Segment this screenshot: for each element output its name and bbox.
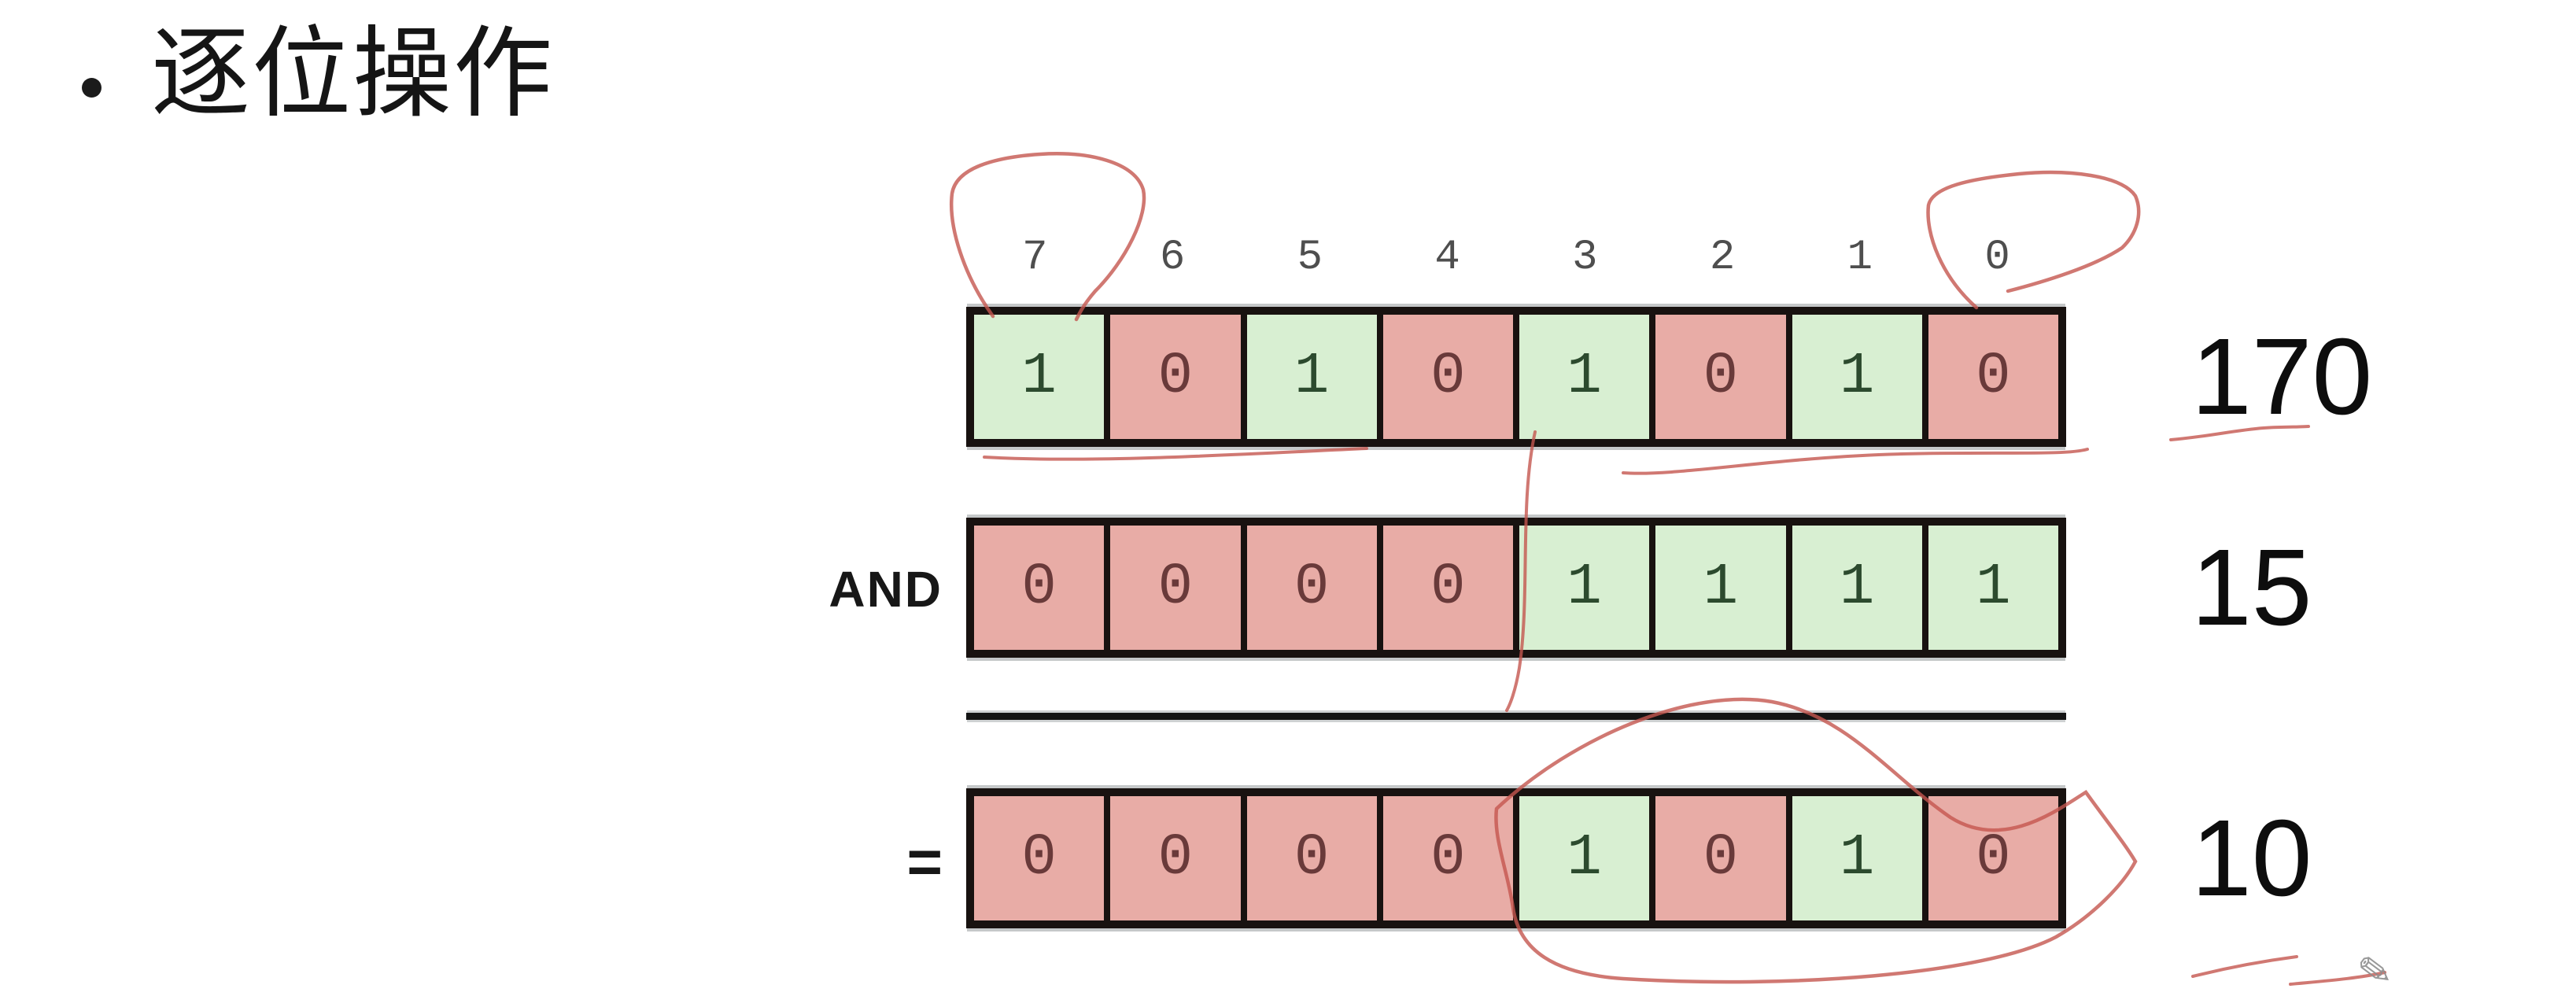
bit-cell: 0: [1928, 315, 2058, 439]
bit-cell: 0: [1382, 526, 1513, 650]
operand-a-decimal: 170: [2191, 316, 2373, 437]
bit-cell: 0: [1246, 526, 1377, 650]
bit-cell: 1: [1519, 796, 1650, 920]
bit-cell: 0: [1110, 315, 1241, 439]
bit-cell: 0: [1382, 796, 1513, 920]
bit-position-labels: 7 6 5 4 3 2 1 0: [966, 230, 2066, 282]
bit-cell: 0: [974, 526, 1105, 650]
bit-cell: 1: [974, 315, 1105, 439]
bit-cell: 0: [1110, 526, 1241, 650]
result-divider-line: [966, 713, 2066, 720]
bit-cell: 0: [1110, 796, 1241, 920]
pencil-cursor-icon: ✎: [2355, 946, 2396, 996]
bit-cell: 1: [1792, 315, 1922, 439]
bit-cell: 0: [1382, 315, 1513, 439]
page-title: 逐位操作: [151, 16, 554, 131]
equals-operator-label: =: [906, 827, 943, 896]
bit-position-label: 6: [1159, 234, 1186, 282]
annotation-underline-row1-right: [1622, 448, 2089, 475]
bit-position-label: 2: [1709, 234, 1736, 282]
operand-b-decimal: 15: [2191, 527, 2312, 648]
bit-cell: 1: [1519, 526, 1650, 650]
bit-position-label: 1: [1847, 234, 1873, 282]
bit-cell: 0: [974, 796, 1105, 920]
bit-cell: 1: [1792, 526, 1922, 650]
annotation-underline-row1-left: [983, 447, 1368, 461]
bit-cell: 0: [1655, 315, 1786, 439]
bit-position-label: 5: [1297, 234, 1323, 282]
bullet-icon: [82, 78, 101, 98]
annotation-underline-10-b: [2289, 971, 2386, 986]
bit-cell: 1: [1246, 315, 1377, 439]
bit-cell: 0: [1928, 796, 2058, 920]
annotation-underline-10-a: [2191, 955, 2298, 978]
result-decimal: 10: [2191, 798, 2312, 919]
bit-cell: 1: [1792, 796, 1922, 920]
bit-cell: 0: [1246, 796, 1377, 920]
bit-position-label: 4: [1434, 234, 1460, 282]
bit-cell: 1: [1655, 526, 1786, 650]
bit-position-label: 0: [1984, 234, 2010, 282]
and-operator-label: AND: [829, 561, 943, 618]
bit-position-label: 3: [1572, 234, 1598, 282]
bit-position-label: 7: [1022, 234, 1048, 282]
bit-cell: 1: [1519, 315, 1650, 439]
bit-cell: 1: [1928, 526, 2058, 650]
bit-cell: 0: [1655, 796, 1786, 920]
